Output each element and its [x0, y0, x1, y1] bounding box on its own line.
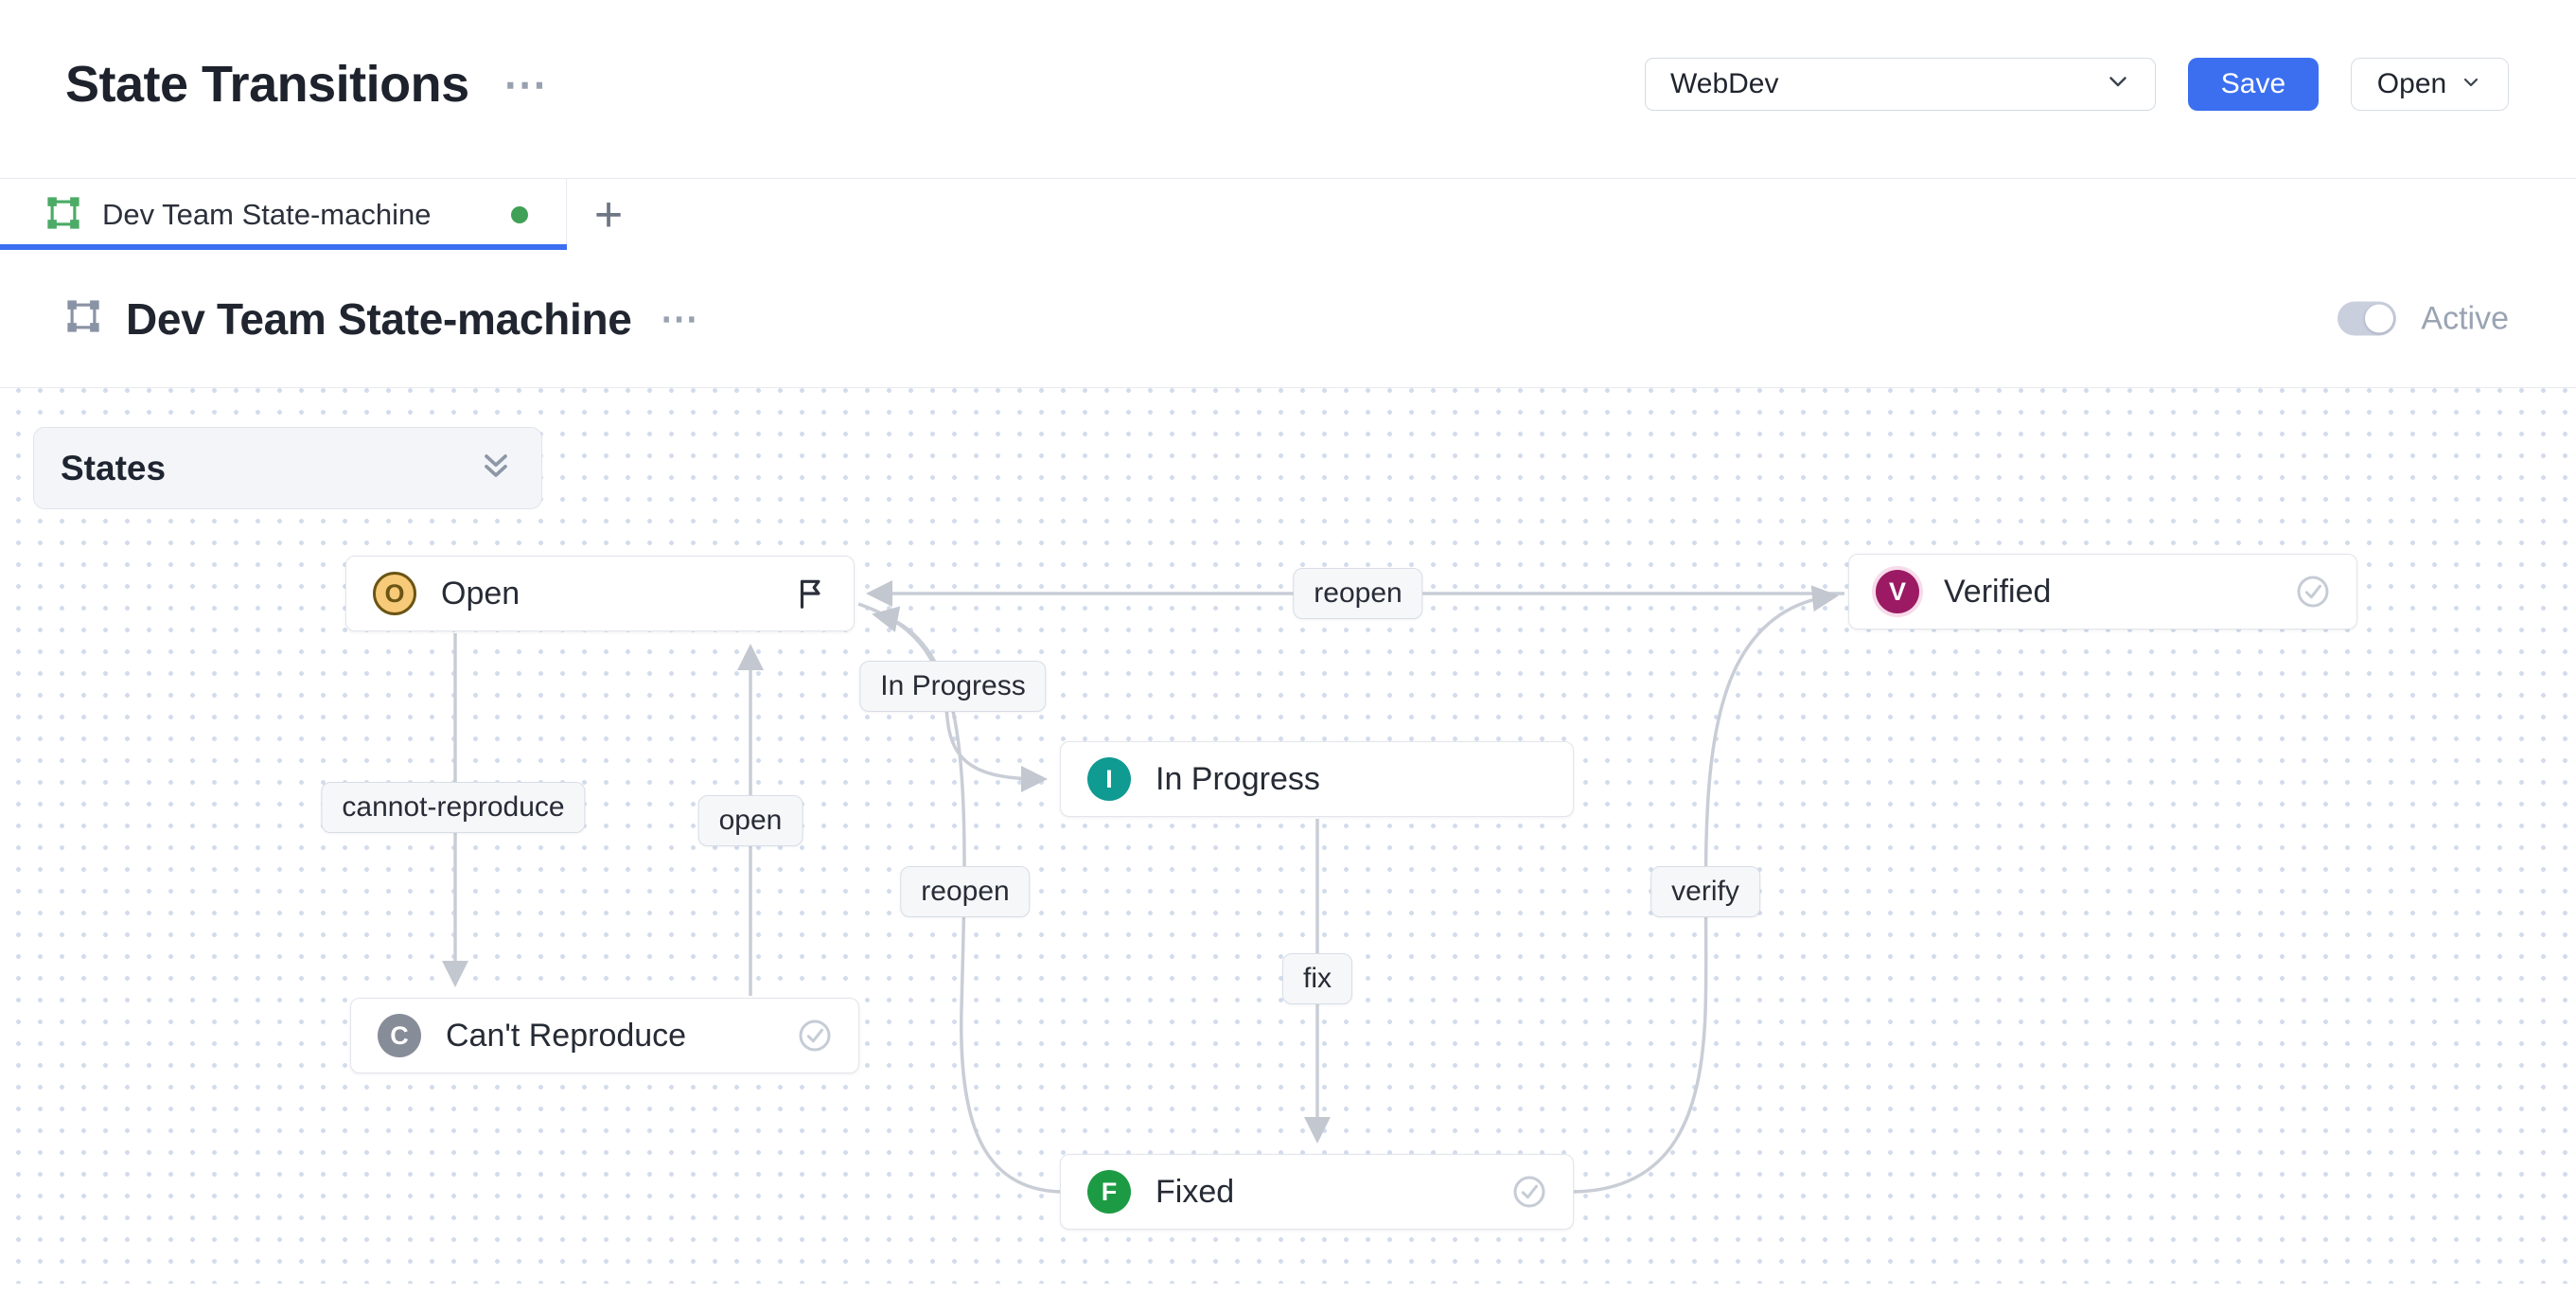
transition-label-fix[interactable]: fix	[1282, 953, 1352, 1004]
machine-section-header: Dev Team State-machine ⋯ Active	[0, 250, 2576, 388]
transition-label-in-progress[interactable]: In Progress	[859, 661, 1047, 712]
diagram-canvas[interactable]: States O Open V Verified	[0, 388, 2576, 1284]
transition-edges	[442, 580, 1844, 1194]
transition-label-verify[interactable]: verify	[1650, 866, 1760, 917]
state-node-label: Can't Reproduce	[446, 1017, 687, 1054]
check-circle-icon[interactable]	[1510, 1173, 1548, 1211]
transition-label-cannot-reproduce[interactable]: cannot-reproduce	[321, 782, 586, 833]
chevron-down-icon	[2104, 66, 2132, 102]
state-badge: F	[1087, 1170, 1131, 1214]
tab-label: Dev Team State-machine	[102, 198, 432, 231]
page-menu-ellipsis-icon[interactable]: ⋯	[503, 60, 550, 109]
state-badge: C	[378, 1014, 421, 1057]
state-node-label: Fixed	[1156, 1173, 1235, 1210]
active-toggle-label: Active	[2421, 300, 2509, 336]
state-node-cant-reproduce[interactable]: C Can't Reproduce	[350, 998, 859, 1073]
state-badge: O	[373, 572, 416, 615]
state-node-open[interactable]: O Open	[345, 556, 855, 631]
top-header: State Transitions ⋯ WebDev Save Open	[0, 0, 2576, 178]
toggle-knob	[2365, 304, 2394, 333]
transition-label-open[interactable]: open	[697, 795, 803, 846]
state-machine-icon	[45, 195, 81, 236]
transition-label-reopen[interactable]: reopen	[1293, 568, 1423, 619]
state-node-label: Verified	[1944, 573, 2052, 610]
states-panel-label: States	[61, 448, 167, 488]
state-node-in-progress[interactable]: I In Progress	[1060, 741, 1574, 817]
save-button[interactable]: Save	[2188, 58, 2319, 111]
state-badge: I	[1087, 757, 1131, 801]
tab-bar: Dev Team State-machine +	[0, 178, 2576, 251]
double-chevron-down-icon[interactable]	[477, 447, 515, 489]
tab-dev-team-state-machine[interactable]: Dev Team State-machine	[0, 179, 567, 251]
check-circle-icon[interactable]	[2294, 573, 2332, 611]
states-panel-header[interactable]: States	[33, 427, 542, 509]
workspace-select-value: WebDev	[1670, 68, 1779, 99]
state-node-fixed[interactable]: F Fixed	[1060, 1154, 1574, 1230]
chevron-down-icon	[2460, 68, 2482, 100]
add-tab-button[interactable]: +	[593, 187, 624, 242]
state-machine-icon	[65, 298, 101, 339]
open-button-label: Open	[2376, 68, 2447, 99]
state-node-label: Open	[441, 575, 520, 612]
tab-status-dot	[511, 206, 528, 223]
workspace-select[interactable]: WebDev	[1645, 58, 2156, 111]
state-node-label: In Progress	[1156, 760, 1320, 797]
open-button[interactable]: Open	[2351, 58, 2509, 111]
active-toggle[interactable]	[2338, 301, 2397, 336]
state-node-verified[interactable]: V Verified	[1848, 554, 2357, 629]
flag-icon[interactable]	[793, 576, 829, 612]
state-badge: V	[1876, 570, 1919, 613]
page-title: State Transitions	[65, 56, 469, 113]
machine-title: Dev Team State-machine	[126, 293, 632, 344]
transition-label-reopen[interactable]: reopen	[900, 866, 1031, 917]
machine-menu-ellipsis-icon[interactable]: ⋯	[660, 297, 701, 340]
check-circle-icon[interactable]	[796, 1017, 834, 1055]
active-tab-underline	[0, 244, 567, 250]
